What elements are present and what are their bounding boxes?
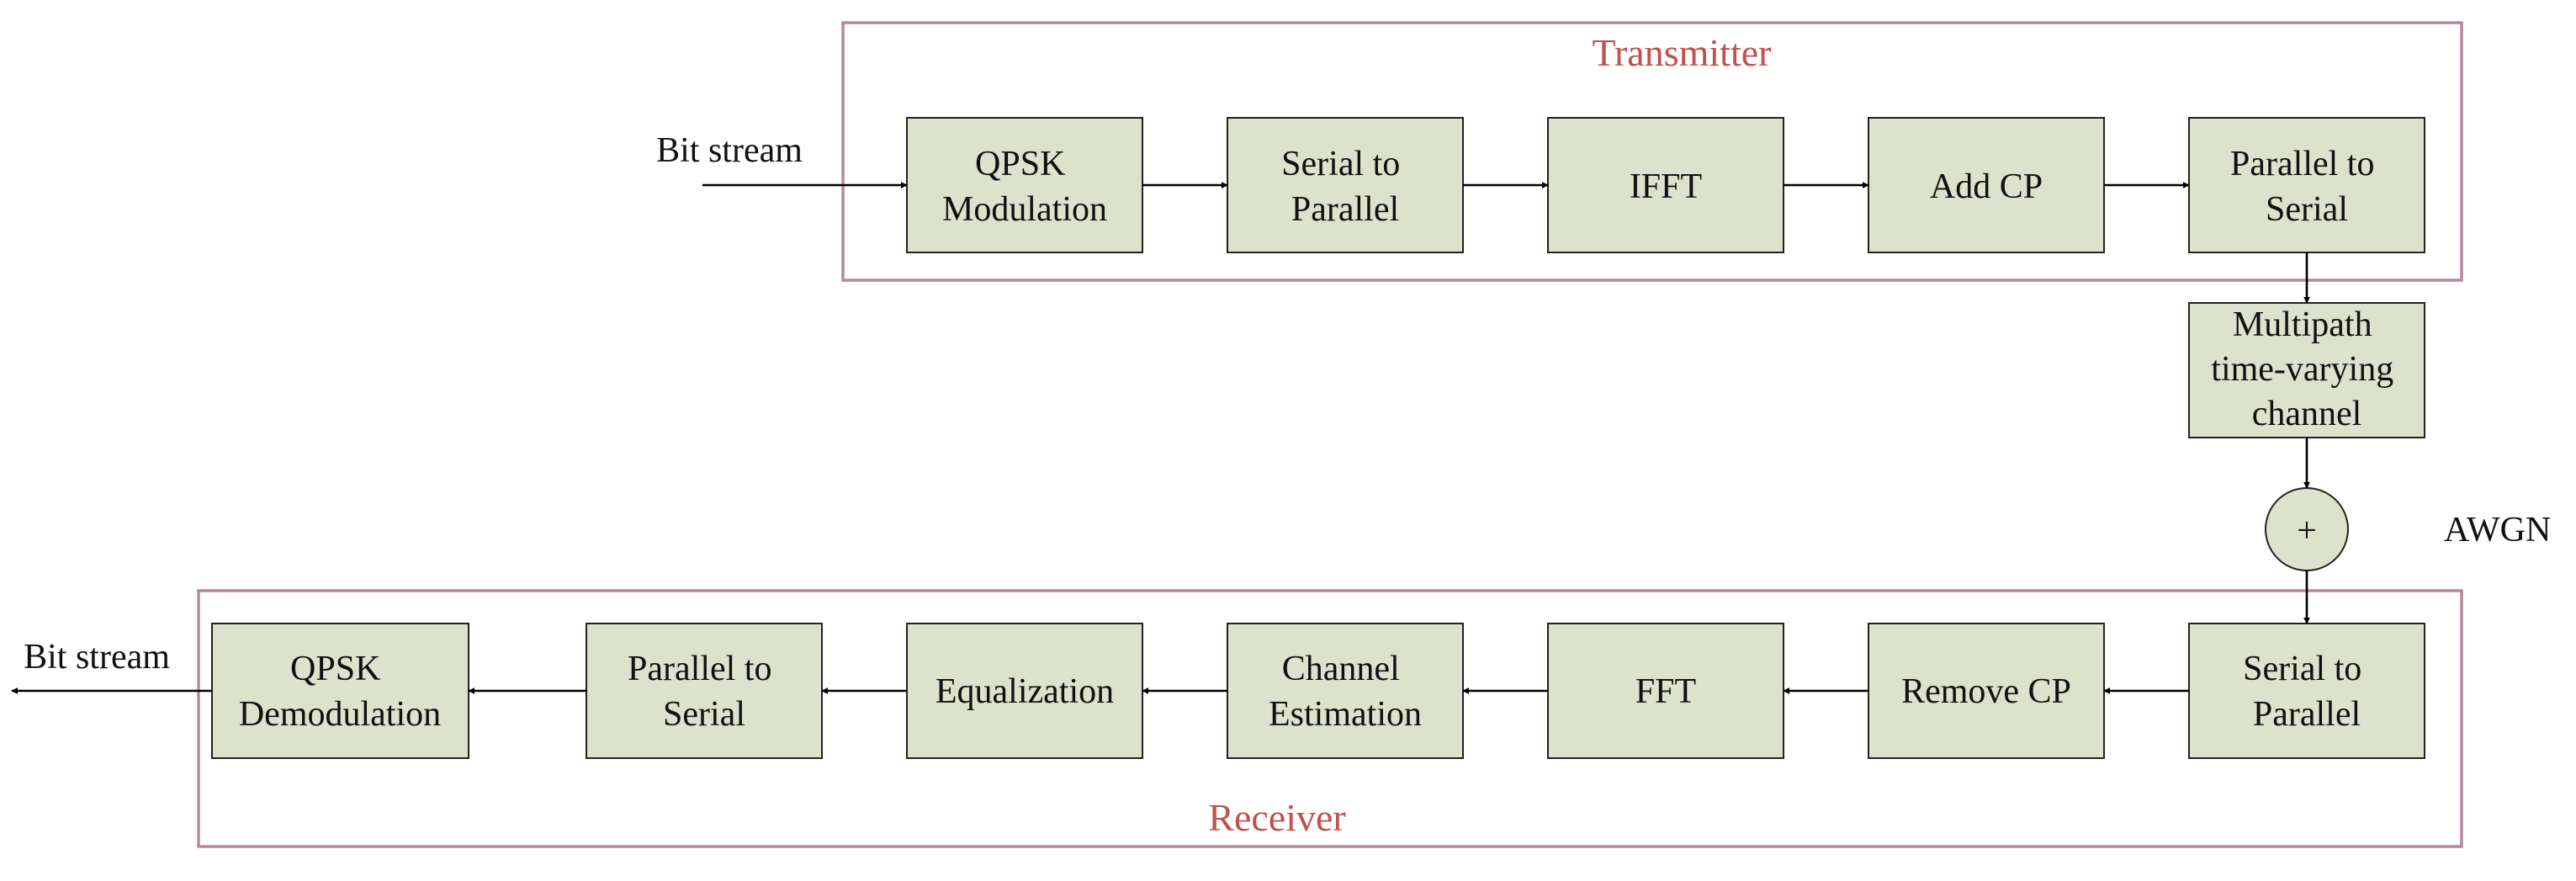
receiver-group xyxy=(197,589,2463,848)
tx-qpsk-modulation-block: QPSK Modulation xyxy=(906,117,1143,253)
block-label-line: Channel xyxy=(1282,650,1400,688)
output-bit-stream-label: Bit stream xyxy=(24,638,170,677)
svg-text:Equalization: Equalization xyxy=(936,672,1114,711)
block-label-line: channel xyxy=(2252,395,2362,433)
receiver-label: Receiver xyxy=(1208,796,1345,839)
svg-text:FFT: FFT xyxy=(1635,672,1696,711)
block-label-line: Modulation xyxy=(942,190,1107,229)
block-label-line: Serial to xyxy=(1281,145,1400,183)
svg-text:Parallel to Serial: Parallel to Serial xyxy=(2230,145,2383,229)
rx-equalization-block: Equalization xyxy=(906,623,1143,759)
svg-text:QPSK Demodulation: QPSK Demodulation xyxy=(239,650,441,734)
svg-text:Serial to Parallel: Serial to Parallel xyxy=(2243,650,2371,734)
block-label-line: Add CP xyxy=(1930,167,2043,206)
adder-plus-symbol: + xyxy=(2297,512,2317,550)
svg-text:IFFT: IFFT xyxy=(1630,167,1702,206)
rx-serial-to-parallel-block: Serial to Parallel xyxy=(2188,623,2425,759)
tx-add-cp-block: Add CP xyxy=(1868,117,2105,253)
block-label-line: time-varying xyxy=(2211,350,2393,389)
multipath-channel-block: Multipath time-varying channel xyxy=(2188,302,2425,438)
svg-text:Channel Estimation: Channel Estimation xyxy=(1269,650,1422,734)
block-label-line: Parallel xyxy=(1291,190,1399,229)
tx-serial-to-parallel-block: Serial to Parallel xyxy=(1227,117,1464,253)
rx-channel-estimation-block: Channel Estimation xyxy=(1227,623,1464,759)
rx-qpsk-demodulation-block: QPSK Demodulation xyxy=(211,623,469,759)
svg-text:Remove CP: Remove CP xyxy=(1901,672,2071,711)
svg-text:Multipath time-varying: Multipath time-varying channel xyxy=(2211,305,2402,433)
block-label-line: Multipath xyxy=(2233,305,2372,344)
transmitter-group xyxy=(841,21,2463,282)
block-label-line: QPSK xyxy=(290,650,380,688)
block-label-line: Demodulation xyxy=(239,695,441,734)
tx-ifft-block: IFFT xyxy=(1547,117,1784,253)
rx-parallel-to-serial-block: Parallel to Serial xyxy=(586,623,823,759)
block-label-line: FFT xyxy=(1635,672,1696,711)
block-label-line: Serial to xyxy=(2243,650,2361,688)
block-label-line: Remove CP xyxy=(1901,672,2071,711)
rx-fft-block: FFT xyxy=(1547,623,1784,759)
svg-text:Serial to Parallel: Serial to Parallel xyxy=(1281,145,1409,229)
block-label-line: Estimation xyxy=(1269,695,1422,734)
block-label-line: Serial xyxy=(663,695,745,734)
awgn-adder: + xyxy=(2265,487,2349,571)
awgn-label: AWGN xyxy=(2444,511,2551,549)
rx-remove-cp-block: Remove CP xyxy=(1868,623,2105,759)
transmitter-label: Transmitter xyxy=(1593,31,1772,74)
block-label-line: Parallel to xyxy=(2230,145,2374,183)
block-label-line: IFFT xyxy=(1630,167,1702,206)
tx-parallel-to-serial-block: Parallel to Serial xyxy=(2188,117,2425,253)
block-label-line: Equalization xyxy=(936,672,1114,711)
svg-text:Add CP: Add CP xyxy=(1930,167,2043,206)
svg-text:QPSK Modulation: QPSK Modulation xyxy=(942,145,1107,229)
block-label-line: Parallel to xyxy=(628,650,771,688)
block-label-line: QPSK xyxy=(975,145,1065,183)
svg-text:Parallel to Serial: Parallel to Serial xyxy=(628,650,781,734)
block-label-line: Serial xyxy=(2266,190,2348,229)
block-label-line: Parallel xyxy=(2253,695,2361,734)
input-bit-stream-label: Bit stream xyxy=(656,131,803,170)
